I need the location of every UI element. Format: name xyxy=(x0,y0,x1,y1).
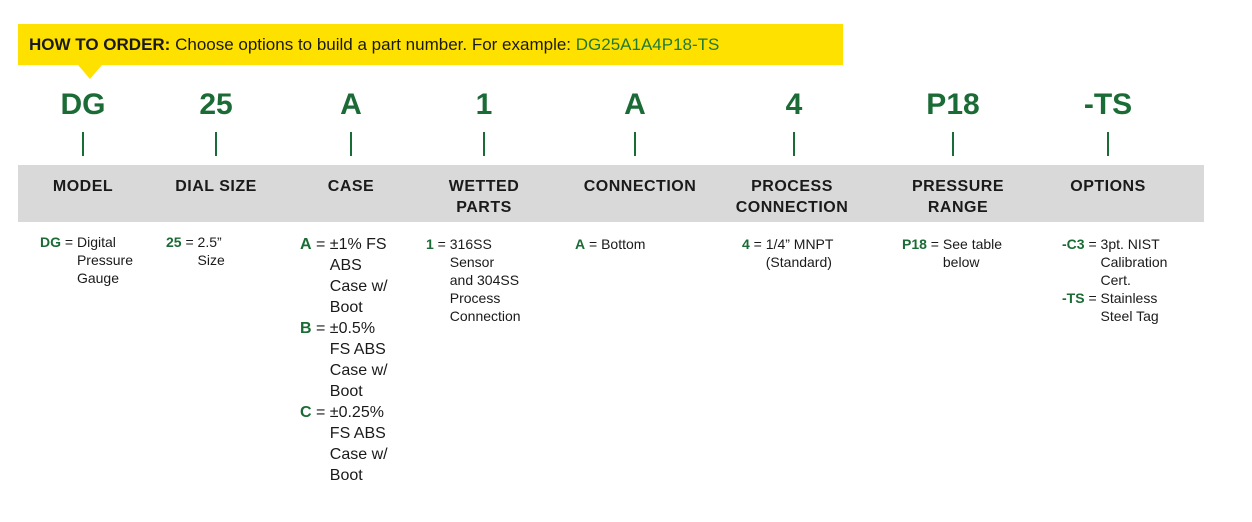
option-desc: 2.5” Size xyxy=(197,234,225,268)
option-item: C = ±0.25% FS ABS Case w/ Boot xyxy=(300,404,388,484)
option-code: C xyxy=(300,404,312,421)
header-model: MODEL xyxy=(52,178,114,195)
code-connection: A xyxy=(624,88,646,121)
option-desc: See table below xyxy=(942,236,1003,270)
dial-size-options: 25 = 2.5” Size xyxy=(166,233,225,269)
option-item: 1 = 316SS Sensor and 304SS Process Conne… xyxy=(426,236,521,324)
option-desc: 3pt. NIST Calibration Cert. xyxy=(1100,236,1168,288)
option-code: 1 xyxy=(426,236,434,252)
option-item: A = Bottom xyxy=(575,236,646,252)
how-to-order-banner: HOW TO ORDER: Choose options to build a … xyxy=(18,24,843,65)
option-item: P18 = See table below xyxy=(902,236,1003,270)
tick-dial-size xyxy=(215,132,217,156)
option-desc: ±0.25% FS ABS Case w/ Boot xyxy=(329,404,388,484)
option-code: 25 xyxy=(166,234,182,250)
header-case: CASE xyxy=(327,178,375,195)
option-item: 4 = 1/4” MNPT (Standard) xyxy=(742,236,834,270)
tick-model xyxy=(82,132,84,156)
header-wetted-parts: WETTED PARTS xyxy=(448,178,520,216)
connection-options: A = Bottom xyxy=(575,235,645,253)
column-header-bar xyxy=(18,165,1204,222)
option-item: -TS = Stainless Steel Tag xyxy=(1062,290,1159,324)
tick-wetted-parts xyxy=(483,132,485,156)
option-code: -C3 xyxy=(1062,236,1085,252)
option-item: B = ±0.5% FS ABS Case w/ Boot xyxy=(300,320,388,400)
process-connection-options: 4 = 1/4” MNPT (Standard) xyxy=(742,235,833,271)
option-desc: 316SS Sensor and 304SS Process Connectio… xyxy=(449,236,521,324)
option-item: -C3 = 3pt. NIST Calibration Cert. xyxy=(1062,236,1168,288)
option-item: A = ±1% FS ABS Case w/ Boot xyxy=(300,236,388,316)
option-code: 4 xyxy=(742,236,750,252)
option-desc: Stainless Steel Tag xyxy=(1100,290,1159,324)
option-desc: Bottom xyxy=(601,236,646,252)
tick-pressure-range xyxy=(952,132,954,156)
case-options: A = ±1% FS ABS Case w/ Boot B = ±0.5% FS… xyxy=(300,234,388,486)
code-wetted-parts: 1 xyxy=(475,88,493,121)
tick-options xyxy=(1107,132,1109,156)
header-process-connection: PROCESS CONNECTION xyxy=(735,178,849,216)
option-item: DG = Digital Pressure Gauge xyxy=(40,234,133,286)
tick-connection xyxy=(634,132,636,156)
banner-label: HOW TO ORDER: xyxy=(29,35,171,54)
option-code: -TS xyxy=(1062,290,1085,306)
banner-pointer xyxy=(78,65,102,79)
option-code: A xyxy=(300,236,312,253)
code-process-connection: 4 xyxy=(785,88,803,121)
header-dial-size: DIAL SIZE xyxy=(175,178,257,195)
option-item: 25 = 2.5” Size xyxy=(166,234,225,268)
options-list: -C3 = 3pt. NIST Calibration Cert. -TS = … xyxy=(1062,235,1167,325)
banner-example: DG25A1A4P18-TS xyxy=(575,35,720,54)
option-code: P18 xyxy=(902,236,927,252)
wetted-parts-options: 1 = 316SS Sensor and 304SS Process Conne… xyxy=(426,235,521,325)
code-case: A xyxy=(340,88,362,121)
code-model: DG xyxy=(60,88,106,121)
tick-process-connection xyxy=(793,132,795,156)
option-desc: 1/4” MNPT (Standard) xyxy=(765,236,834,270)
option-desc: ±0.5% FS ABS Case w/ Boot xyxy=(329,320,388,400)
banner-text: Choose options to build a part number. F… xyxy=(170,35,576,54)
code-options: -TS xyxy=(1083,88,1133,121)
model-options: DG = Digital Pressure Gauge xyxy=(40,233,133,287)
tick-case xyxy=(350,132,352,156)
pressure-range-options: P18 = See table below xyxy=(902,235,1002,271)
option-code: A xyxy=(575,236,586,252)
code-pressure-range: P18 xyxy=(926,88,980,121)
option-desc: Digital Pressure Gauge xyxy=(76,234,133,286)
option-code: DG xyxy=(40,234,61,250)
option-desc: ±1% FS ABS Case w/ Boot xyxy=(329,236,388,316)
header-pressure-range: PRESSURE RANGE xyxy=(911,178,1005,216)
code-dial-size: 25 xyxy=(199,88,233,121)
option-code: B xyxy=(300,320,312,337)
header-options: OPTIONS xyxy=(1070,178,1146,195)
header-connection: CONNECTION xyxy=(583,178,697,195)
